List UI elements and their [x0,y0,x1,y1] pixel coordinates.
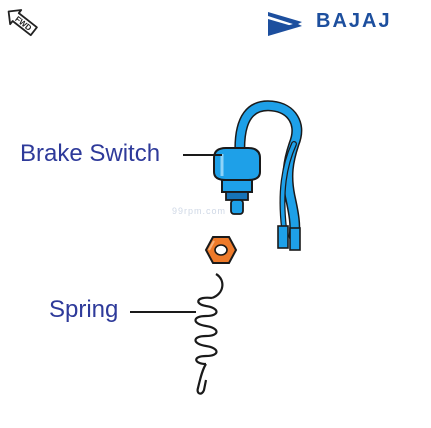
fwd-arrow-icon: FWD [7,9,38,37]
watermark: 99rpm.com [172,206,227,216]
brake-switch-label: Brake Switch [20,140,161,167]
brake-switch-illustration [213,100,303,251]
spring-illustration [194,273,224,395]
brand-wordmark: BAJAJ [316,10,392,32]
bajaj-wings-logo-icon [268,12,302,36]
nut-illustration [204,236,238,264]
spring-label: Spring [49,296,119,323]
